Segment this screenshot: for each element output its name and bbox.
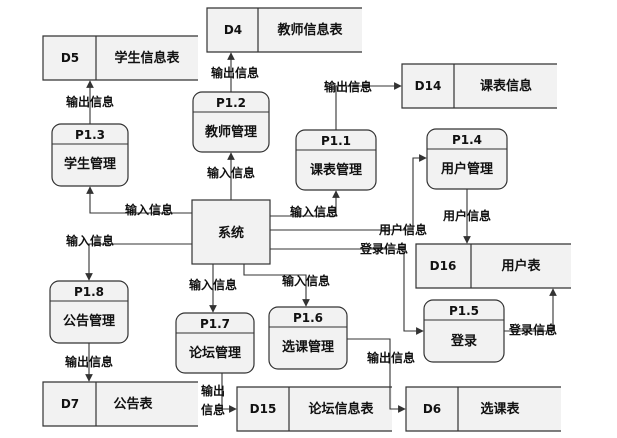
- flow-label: 登录信息: [508, 322, 557, 337]
- process-p1-2: P1.2 教师管理: [192, 91, 270, 153]
- store-name: 论坛信息表: [308, 401, 374, 417]
- flow-p16-to-d6: 输出信息: [347, 338, 415, 413]
- flow-p12-to-d4: 输出信息: [211, 52, 259, 92]
- process-id: P1.1: [321, 134, 351, 148]
- process-name: 选课管理: [282, 339, 334, 355]
- process-id: P1.8: [74, 285, 104, 299]
- flow-label: 输出信息: [324, 79, 372, 94]
- flow-label: 用户信息: [378, 222, 427, 237]
- process-id: P1.2: [216, 96, 246, 110]
- flow-label: 输入信息: [66, 233, 114, 248]
- process-p1-7: P1.7 论坛管理: [175, 312, 255, 374]
- flow-system-to-p11: 输入信息: [270, 190, 340, 219]
- store-d16: D16 用户表: [415, 243, 571, 289]
- process-id: P1.4: [452, 133, 482, 147]
- store-id: D14: [415, 79, 442, 93]
- store-d5: D5 学生信息表: [42, 35, 198, 81]
- store-id: D4: [224, 23, 242, 37]
- store-d6: D6 选课表: [405, 386, 561, 432]
- process-p1-1: P1.1 课表管理: [295, 129, 377, 191]
- process-p1-8: P1.8 公告管理: [49, 280, 129, 344]
- store-name: 教师信息表: [276, 22, 343, 38]
- process-id: P1.6: [293, 311, 323, 325]
- flow-label: 输出信息: [211, 65, 259, 80]
- flow-label: 用户信息: [442, 208, 491, 223]
- store-d7: D7 公告表: [42, 381, 198, 427]
- flow-system-to-p15: 登录信息: [270, 241, 424, 335]
- system-box: 系统: [191, 199, 271, 265]
- flow-label: 输出信息: [367, 350, 415, 365]
- flow-p11-to-d14: 输出信息: [324, 79, 402, 130]
- process-name: 用户管理: [440, 161, 493, 177]
- store-name: 选课表: [480, 401, 520, 417]
- process-name: 论坛管理: [189, 345, 241, 361]
- system-label: 系统: [218, 225, 244, 241]
- flow-system-to-p18: 输入信息: [66, 233, 192, 281]
- flow-label: 输入信息: [290, 204, 338, 219]
- store-d15: D15 论坛信息表: [236, 386, 392, 432]
- store-d14: D14 课表信息: [401, 63, 557, 109]
- store-id: D15: [250, 402, 277, 416]
- store-id: D5: [61, 51, 79, 65]
- process-name: 学生管理: [64, 156, 116, 172]
- process-p1-3: P1.3 学生管理: [51, 123, 129, 187]
- flow-label: 输出信息: [65, 354, 113, 369]
- flow-system-to-p14: 用户信息: [270, 154, 427, 237]
- flow-p13-to-d5: 输出信息: [66, 80, 114, 124]
- store-id: D7: [61, 397, 79, 411]
- process-p1-4: P1.4 用户管理: [426, 128, 508, 190]
- flow-system-to-p17: 输入信息: [189, 264, 237, 313]
- process-name: 课表管理: [310, 162, 362, 178]
- flow-p14-to-d16: 用户信息: [442, 189, 491, 244]
- flow-p17-to-d15: 输出 信息: [201, 373, 237, 417]
- process-p1-6: P1.6 选课管理: [268, 306, 348, 370]
- process-id: P1.5: [449, 304, 479, 318]
- process-name: 登录: [450, 333, 477, 349]
- store-d4: D4 教师信息表: [206, 7, 362, 53]
- process-p1-5: P1.5 登录: [423, 299, 505, 363]
- flow-p18-to-d7: 输出信息: [65, 343, 113, 382]
- process-name: 公告管理: [63, 313, 115, 329]
- flow-label: 输入信息: [282, 273, 330, 288]
- flow-system-to-p16: 输入信息: [243, 264, 330, 307]
- flow-label: 输出信息: [66, 94, 114, 109]
- flow-label: 输入信息: [207, 165, 255, 180]
- flow-label: 输入信息: [125, 202, 173, 217]
- process-name: 教师管理: [204, 124, 257, 140]
- store-name: 用户表: [500, 258, 541, 274]
- flow-system-to-p13: 输入信息: [86, 186, 192, 217]
- store-name: 学生信息表: [114, 50, 180, 66]
- store-name: 公告表: [113, 396, 153, 412]
- store-id: D6: [423, 402, 441, 416]
- flow-system-to-p12: 输入信息: [207, 152, 255, 200]
- store-name: 课表信息: [480, 78, 532, 94]
- flow-p15-to-d16: 登录信息: [504, 288, 557, 337]
- flow-label: 信息: [201, 402, 225, 417]
- process-id: P1.7: [200, 317, 230, 331]
- process-id: P1.3: [75, 128, 105, 142]
- flow-label: 登录信息: [359, 241, 408, 256]
- store-id: D16: [430, 259, 457, 273]
- flow-label: 输出: [201, 383, 225, 398]
- flow-label: 输入信息: [189, 277, 237, 292]
